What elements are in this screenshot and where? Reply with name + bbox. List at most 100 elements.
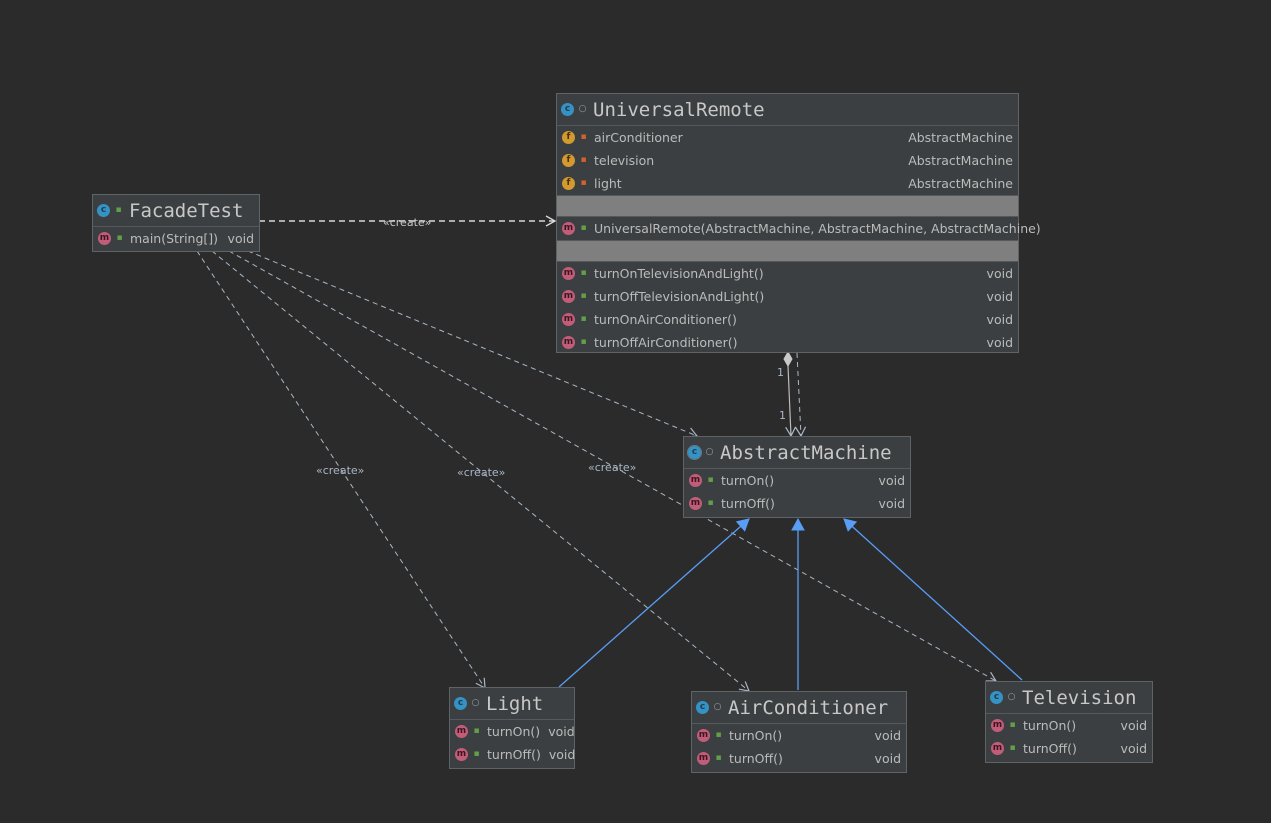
abstract-method-icon: m	[689, 474, 702, 487]
member-type: void	[878, 473, 905, 488]
composition-edge	[785, 365, 797, 438]
class-node-universal-remote[interactable]: c ○ UniversalRemote f ▪ airConditioner A…	[556, 93, 1041, 354]
member-type: void	[874, 751, 901, 766]
constructor-row[interactable]: m ▪ UniversalRemote(AbstractMachine, Abs…	[557, 217, 1041, 240]
abstract-class-icon: c	[687, 445, 702, 460]
member-type: void	[986, 289, 1013, 304]
public-visibility-icon: ▪	[580, 223, 587, 233]
member-type: void	[874, 728, 901, 743]
class-icon: c	[990, 691, 1003, 704]
public-visibility-icon: ▪	[707, 498, 714, 508]
member-name: turnOn()	[721, 473, 775, 488]
member-type: void	[548, 724, 575, 739]
method-icon: m	[697, 752, 710, 765]
class-title: FacadeTest	[129, 199, 244, 222]
method-row[interactable]: m ▪ turnOn() void	[986, 714, 1152, 737]
field-icon: f	[562, 154, 575, 167]
abstract-method-icon: m	[689, 497, 702, 510]
private-visibility-icon: ▪	[580, 155, 587, 165]
method-icon: m	[455, 748, 468, 761]
class-node-air-conditioner[interactable]: c ○ AirConditioner m ▪ turnOn() void m ▪…	[691, 691, 907, 773]
public-visibility-icon: ▪	[580, 268, 587, 278]
method-row[interactable]: m ▪ turnOff() void	[450, 743, 576, 766]
methods-section: m ▪ turnOn() void m ▪ turnOff() void	[684, 469, 910, 515]
private-visibility-icon: ▪	[580, 178, 587, 188]
class-icon: c	[561, 103, 574, 116]
method-row[interactable]: m ▪ turnOn() void	[684, 469, 910, 492]
public-visibility-icon: ▪	[580, 314, 587, 324]
fields-section: f ▪ airConditioner AbstractMachine f ▪ t…	[557, 126, 1018, 196]
public-visibility-icon: ▪	[473, 726, 480, 736]
package-visibility-icon: ○	[1007, 692, 1016, 702]
package-visibility-icon: ○	[713, 702, 722, 712]
member-name: turnOn()	[729, 728, 783, 743]
public-visibility-icon: ▪	[1009, 720, 1016, 730]
section-separator	[557, 196, 1018, 217]
field-row[interactable]: f ▪ light AbstractMachine	[557, 172, 1018, 195]
member-type: AbstractMachine	[908, 153, 1013, 168]
field-icon: f	[562, 177, 575, 190]
field-icon: f	[562, 131, 575, 144]
public-visibility-icon: ▪	[473, 749, 480, 759]
methods-section: m ▪ turnOn() void m ▪ turnOff() void	[692, 724, 906, 770]
member-type: void	[1120, 741, 1147, 756]
class-node-facade-test[interactable]: c ▪ FacadeTest m ▪ main(String[]) void	[92, 194, 260, 252]
member-name: turnOffAirConditioner()	[594, 335, 738, 350]
member-type: void	[548, 747, 576, 762]
class-header: c ○ Light	[450, 688, 574, 720]
method-row[interactable]: m ▪ turnOn() void	[450, 720, 575, 743]
member-type: void	[986, 266, 1013, 281]
class-header: c ○ AbstractMachine	[684, 437, 910, 469]
method-row[interactable]: m ▪ turnOnTelevisionAndLight() void	[557, 262, 1018, 285]
public-visibility-icon: ▪	[707, 475, 714, 485]
package-visibility-icon: ○	[578, 104, 587, 114]
method-row[interactable]: m ▪ main(String[]) void	[93, 227, 259, 250]
class-title: AbstractMachine	[720, 441, 892, 464]
member-type: void	[227, 231, 254, 246]
member-name: turnOn()	[487, 724, 541, 739]
inheritance-edge-light	[558, 518, 750, 688]
create-edge-television	[228, 250, 998, 682]
member-type: void	[1120, 718, 1147, 733]
method-icon: m	[991, 719, 1004, 732]
member-name: turnOff()	[721, 496, 775, 511]
class-node-abstract-machine[interactable]: c ○ AbstractMachine m ▪ turnOn() void m …	[683, 436, 911, 518]
method-icon: m	[562, 313, 575, 326]
field-row[interactable]: f ▪ airConditioner AbstractMachine	[557, 126, 1018, 149]
class-node-television[interactable]: c ○ Television m ▪ turnOn() void m ▪ tur…	[985, 681, 1153, 763]
method-icon: m	[562, 290, 575, 303]
method-icon: m	[455, 725, 468, 738]
constructors-section: m ▪ UniversalRemote(AbstractMachine, Abs…	[557, 217, 1041, 241]
public-visibility-icon: ▪	[115, 205, 122, 215]
create-edge-air-conditioner	[211, 250, 750, 692]
member-type: AbstractMachine	[908, 176, 1013, 191]
public-visibility-icon: ▪	[580, 291, 587, 301]
public-visibility-icon: ▪	[715, 753, 722, 763]
method-row[interactable]: m ▪ turnOff() void	[986, 737, 1152, 760]
member-name: airConditioner	[594, 130, 683, 145]
member-name: light	[594, 176, 622, 191]
method-row[interactable]: m ▪ turnOffAirConditioner() void	[557, 331, 1018, 354]
class-node-light[interactable]: c ○ Light m ▪ turnOn() void m ▪ turnOff(…	[449, 687, 575, 769]
method-row[interactable]: m ▪ turnOff() void	[684, 492, 910, 515]
method-row[interactable]: m ▪ turnOn() void	[692, 724, 906, 747]
member-name: turnOnTelevisionAndLight()	[594, 266, 764, 281]
private-visibility-icon: ▪	[580, 132, 587, 142]
class-header: c ○ Television	[986, 682, 1152, 714]
method-row[interactable]: m ▪ turnOff() void	[692, 747, 906, 770]
public-visibility-icon: ▪	[715, 730, 722, 740]
inheritance-edge-television	[843, 518, 1023, 681]
field-row[interactable]: f ▪ television AbstractMachine	[557, 149, 1018, 172]
class-icon: c	[454, 697, 467, 710]
member-name: turnOnAirConditioner()	[594, 312, 737, 327]
method-row[interactable]: m ▪ turnOnAirConditioner() void	[557, 308, 1018, 331]
methods-section: m ▪ turnOnTelevisionAndLight() void m ▪ …	[557, 262, 1018, 354]
class-icon: c	[97, 204, 110, 217]
class-title: AirConditioner	[728, 696, 889, 719]
create-edge-light	[196, 250, 486, 690]
package-visibility-icon: ○	[705, 447, 714, 457]
method-row[interactable]: m ▪ turnOffTelevisionAndLight() void	[557, 285, 1018, 308]
class-title: UniversalRemote	[593, 98, 765, 121]
class-title: Light	[486, 692, 544, 715]
